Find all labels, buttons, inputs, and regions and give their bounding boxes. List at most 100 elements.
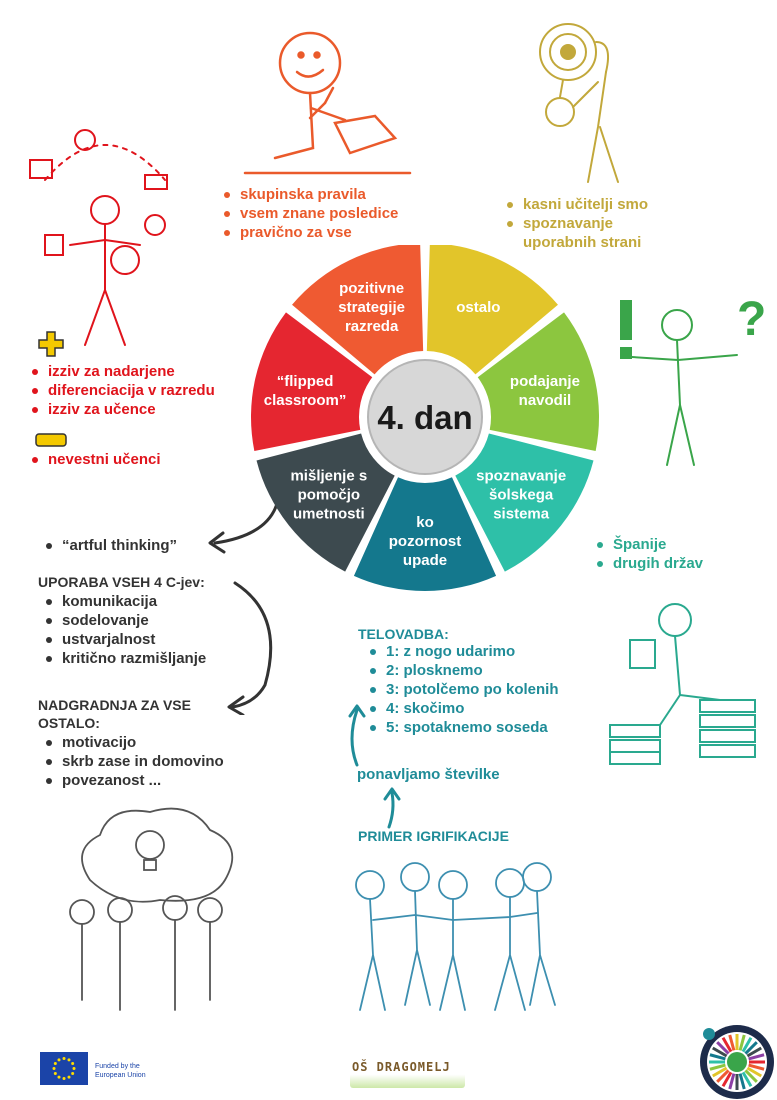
- school-logo: [350, 1058, 465, 1088]
- logo-ray: [746, 1066, 762, 1078]
- logo-ray: [712, 1046, 728, 1058]
- list-item: Španije: [593, 535, 763, 554]
- uporaba-list: komunikacija sodelovanje ustvarjalnost k…: [42, 592, 272, 668]
- wheel-segment-label: “flipped: [277, 373, 334, 390]
- eu-star: [57, 1075, 61, 1079]
- wheel-segment-label: šolskega: [489, 487, 554, 504]
- list-item: nevestni učenci: [28, 450, 238, 469]
- wheel-center-label: 4. dan: [377, 399, 472, 436]
- logo-ray: [738, 1073, 746, 1090]
- wheel-segment: [455, 433, 594, 572]
- list-item: 2: plosknemo: [366, 661, 606, 680]
- list-item: drugih držav: [593, 554, 763, 573]
- list-item: komunikacija: [42, 592, 272, 611]
- logo-ray: [744, 1041, 758, 1055]
- list-item: 3: potolčemo po kolenih: [366, 680, 606, 699]
- wheel-segment: [353, 477, 497, 591]
- wheel-segment-label: umetnosti: [293, 506, 365, 523]
- wheel-segment-label: ko: [416, 514, 434, 531]
- list-item: diferenciacija v razredu: [28, 381, 238, 400]
- wheel-segment-label: upade: [403, 552, 447, 569]
- telovadba-title: TELOVADBA:: [358, 626, 449, 642]
- list-item: pravično za vse: [220, 223, 450, 242]
- list-item: skrb zase in domovino: [42, 752, 272, 771]
- list-item: izziv za učence: [28, 400, 238, 419]
- eu-star: [71, 1062, 75, 1065]
- list-item: 5: spotaknemo soseda: [366, 718, 606, 737]
- wheel-segment: [477, 312, 599, 451]
- list-item: izziv za nadarjene: [28, 362, 238, 381]
- eu-star: [62, 1077, 66, 1080]
- top-orange-list: skupinska pravila vsem znane posledice p…: [220, 185, 450, 242]
- logo-ray: [712, 1066, 728, 1078]
- wheel-segment: [292, 245, 424, 375]
- list-item: spoznavanje uporabnih strani: [503, 214, 683, 252]
- logo-ray: [721, 1037, 733, 1053]
- project-logo: [700, 1025, 774, 1099]
- eu-star: [53, 1072, 57, 1075]
- minus-icon: [35, 433, 67, 447]
- logo-ray: [738, 1034, 746, 1051]
- logo-ray: [728, 1073, 736, 1090]
- logo-ray: [748, 1053, 765, 1061]
- eu-star: [67, 1058, 71, 1062]
- logo-ray: [746, 1046, 762, 1058]
- eu-star: [52, 1067, 56, 1070]
- list-item: kritično razmišljanje: [42, 649, 272, 668]
- left-red-minus-list: nevestni učenci: [28, 450, 238, 469]
- logo-ray: [721, 1071, 733, 1087]
- logo-ray: [709, 1063, 726, 1071]
- arrow-to-ponavljamo: [383, 787, 401, 829]
- logo-ray: [716, 1041, 730, 1055]
- eu-stars-icon: [52, 1057, 76, 1080]
- logo-ray: [741, 1037, 753, 1053]
- eu-funding-text: Funded by the European Union: [95, 1062, 146, 1080]
- eu-star: [62, 1057, 66, 1060]
- logo-ray: [741, 1071, 753, 1087]
- eu-star: [72, 1067, 76, 1070]
- logo-ray: [748, 1063, 765, 1071]
- wheel-segment-label: pozornost: [389, 533, 462, 550]
- nadgradnja-title: NADGRADNJA ZA VSE OSTALO:: [38, 697, 191, 731]
- arrow-to-nadgradnja: [227, 581, 273, 715]
- wheel-segment-label: sistema: [493, 506, 550, 523]
- right-green-list: Španije drugih držav: [593, 535, 763, 573]
- group-illustration: [355, 862, 556, 1011]
- eu-funding-line1: Funded by the: [95, 1063, 140, 1070]
- telovadba-list: 1: z nogo udarimo 2: plosknemo 3: potolč…: [366, 642, 606, 737]
- reader-illustration: [609, 603, 756, 765]
- wheel-segment-label: podajanje: [510, 373, 580, 390]
- eu-star: [71, 1072, 75, 1075]
- artful-list: “artful thinking”: [42, 536, 242, 555]
- logo-ray: [709, 1053, 726, 1061]
- list-item: vsem znane posledice: [220, 204, 450, 223]
- magnifier-illustration: [539, 23, 619, 183]
- uporaba-title: UPORABA VSEH 4 C-jev:: [38, 574, 205, 590]
- list-item: povezanost ...: [42, 771, 272, 790]
- eu-funding-line2: European Union: [95, 1072, 146, 1079]
- wheel-segment-label: strategije: [338, 299, 405, 316]
- svg-text:?: ?: [737, 293, 766, 346]
- thinkers-illustration: [69, 807, 234, 1011]
- wheel-segment-label: navodil: [519, 392, 572, 409]
- list-item: ustvarjalnost: [42, 630, 272, 649]
- question-figure-illustration: ?: [620, 293, 766, 466]
- logo-ray: [716, 1069, 730, 1083]
- arrow-to-telovadba: [348, 704, 366, 767]
- wheel-segment-label: pozitivne: [339, 280, 404, 297]
- eu-star: [67, 1075, 71, 1079]
- eu-star: [57, 1058, 61, 1062]
- logo-ray: [728, 1034, 736, 1051]
- list-item: 1: z nogo udarimo: [366, 642, 606, 661]
- nadgradnja-list: motivacijo skrb zase in domovino povezan…: [42, 733, 272, 790]
- list-item: “artful thinking”: [42, 536, 242, 555]
- day-wheel: ostalopodajanjenavodilspoznavanješolskeg…: [251, 245, 599, 591]
- list-item: kasni učitelji smo: [503, 195, 703, 214]
- list-item: 4: skočimo: [366, 699, 606, 718]
- logo-ray: [744, 1069, 758, 1083]
- list-item: motivacijo: [42, 733, 272, 752]
- wheel-center-disc: [367, 359, 483, 475]
- list-item: sodelovanje: [42, 611, 272, 630]
- juggler-illustration: [29, 129, 168, 346]
- ponavljamo-label: ponavljamo številke: [357, 766, 500, 783]
